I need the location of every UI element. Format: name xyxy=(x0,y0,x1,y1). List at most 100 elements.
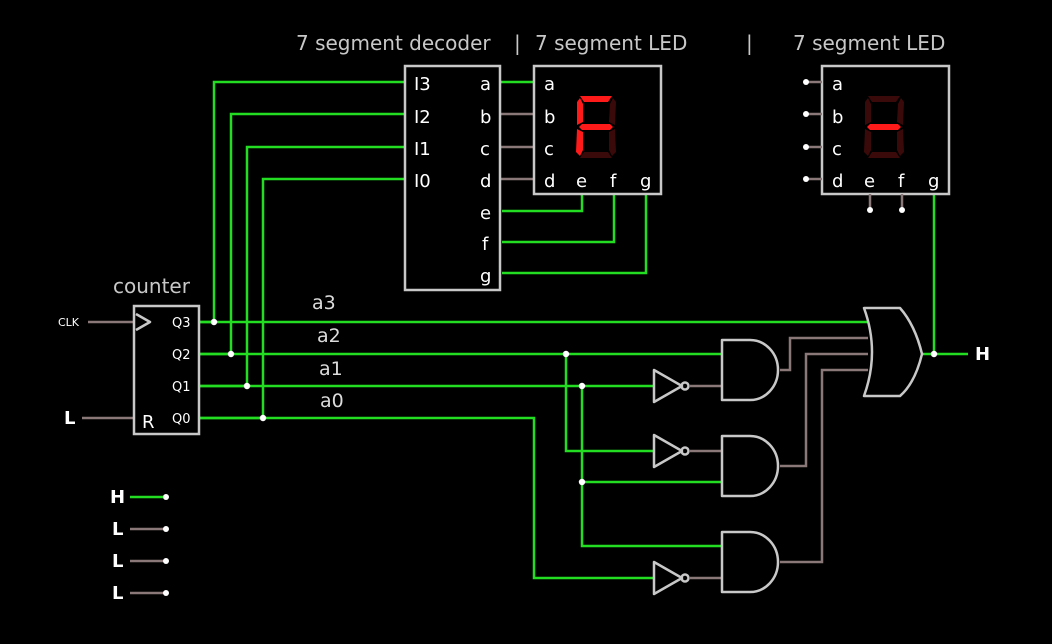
input-toggle[interactable] xyxy=(163,494,169,500)
led-2-pin-label: e xyxy=(864,171,875,192)
pin-dot[interactable] xyxy=(867,207,873,213)
input-level-label: L xyxy=(112,583,123,604)
segment-a xyxy=(580,96,612,102)
wire-a1-and3 xyxy=(580,482,722,548)
counter-output-label: Q2 xyxy=(172,348,191,363)
not-gate-body[interactable] xyxy=(652,368,684,404)
wires-counter-to-decoder xyxy=(199,80,405,420)
led-2-pin-label: d xyxy=(832,171,843,192)
not-gate-bubble xyxy=(680,381,690,391)
wire-and1-or xyxy=(780,336,868,372)
decoder-input-label: I1 xyxy=(414,139,431,160)
not-gate-bubble xyxy=(680,573,690,583)
led-1-body[interactable] xyxy=(532,64,663,196)
input-toggle[interactable] xyxy=(163,558,169,564)
header-led-2: 7 segment LED xyxy=(793,31,945,55)
decoder-body[interactable] xyxy=(403,64,502,292)
wire-a1-and2 xyxy=(580,386,722,484)
led-2-pin-label: g xyxy=(928,171,939,192)
junction-dots xyxy=(210,318,938,486)
and-gate-2[interactable] xyxy=(720,434,780,498)
not-gate-2[interactable] xyxy=(652,433,690,469)
junction-dot xyxy=(243,382,251,390)
decoder-output-label: e xyxy=(480,203,491,224)
counter-block[interactable]: counter CLK R L Q3 Q2 Q1 Q0 xyxy=(58,274,201,436)
led-2-pin-label: f xyxy=(898,171,905,192)
led-2-body[interactable] xyxy=(820,64,951,196)
pin-dot[interactable] xyxy=(899,207,905,213)
or-gate[interactable] xyxy=(862,306,924,398)
input-level-label: L xyxy=(112,519,123,540)
segment-b xyxy=(897,98,904,125)
wire-q2-i2 xyxy=(199,112,405,356)
and-gate-3[interactable] xyxy=(720,530,780,594)
junction-dot xyxy=(227,350,235,358)
wire-and2-or xyxy=(780,352,868,468)
wire-seg-g xyxy=(502,194,648,275)
decoder-output-label: f xyxy=(482,234,489,255)
wire-a0-not3 xyxy=(199,416,654,580)
not-gate-body[interactable] xyxy=(652,433,684,469)
decoder-output-label: d xyxy=(480,171,491,192)
decoder-input-label: I3 xyxy=(414,74,431,95)
header-decoder: 7 segment decoder xyxy=(296,31,491,55)
junction-dot xyxy=(562,350,570,358)
segment-b xyxy=(609,98,616,125)
not-gate-body[interactable] xyxy=(652,560,684,596)
input-level-label: L xyxy=(112,551,123,572)
wire-seg-e xyxy=(502,194,584,213)
output-level-label: H xyxy=(975,344,990,365)
decoder-input-label: I0 xyxy=(414,171,431,192)
led-2-pin-label: b xyxy=(832,107,843,128)
input-toggle[interactable] xyxy=(163,590,169,596)
decoder-block[interactable]: I3 I2 I1 I0 a b c d e f g xyxy=(403,64,502,292)
led-2-pin-label: a xyxy=(832,74,843,95)
segment-g xyxy=(867,124,901,130)
segment-a xyxy=(868,96,900,102)
pin-dot[interactable] xyxy=(803,79,809,85)
led-1-pin-label: f xyxy=(610,171,617,192)
led-1-pin-label: a xyxy=(544,74,555,95)
pin-dot[interactable] xyxy=(803,176,809,182)
input-panel: H L L L xyxy=(110,487,169,604)
led-1-digit xyxy=(576,96,616,158)
not-gate-1[interactable] xyxy=(652,368,690,404)
segment-g xyxy=(579,124,613,130)
led-2-pin-label: c xyxy=(832,139,842,160)
pin-dot[interactable] xyxy=(803,111,809,117)
and-gate-1[interactable] xyxy=(720,338,780,402)
counter-title: counter xyxy=(113,274,191,298)
segment-f xyxy=(577,98,583,125)
led-2-digit xyxy=(864,96,904,158)
led-display-2[interactable]: a b c d e f g xyxy=(803,64,951,213)
net-label-a2: a2 xyxy=(317,325,341,347)
pin-dot[interactable] xyxy=(803,144,809,150)
net-label-a3: a3 xyxy=(312,292,336,314)
junction-dot xyxy=(259,414,267,422)
segment-d xyxy=(868,152,900,158)
reset-level-label: L xyxy=(64,408,75,429)
led-1-pin-label: c xyxy=(544,139,554,160)
junction-dot xyxy=(930,350,938,358)
counter-output-label: Q3 xyxy=(172,316,191,331)
segment-f xyxy=(865,98,871,125)
counter-output-label: Q1 xyxy=(172,380,191,395)
input-level-label: H xyxy=(110,487,125,508)
junction-dot xyxy=(578,478,586,486)
led-1-pin-label: g xyxy=(640,171,651,192)
counter-body[interactable] xyxy=(132,304,201,436)
wire-and3-or xyxy=(780,368,868,564)
not-gate-3[interactable] xyxy=(652,560,690,596)
decoder-output-label: b xyxy=(480,107,491,128)
led-display-1[interactable]: a b c d e f g xyxy=(532,64,663,196)
segment-d xyxy=(580,152,612,158)
counter-output-label: Q0 xyxy=(172,412,191,427)
segment-c xyxy=(609,129,616,156)
junction-dot xyxy=(578,382,586,390)
segment-e xyxy=(864,129,871,156)
clock-triangle-icon xyxy=(135,312,152,332)
wires-decoder-to-led xyxy=(500,80,648,275)
led-1-pin-label: d xyxy=(544,171,555,192)
clock-input-label: CLK xyxy=(58,316,80,329)
input-toggle[interactable] xyxy=(163,526,169,532)
